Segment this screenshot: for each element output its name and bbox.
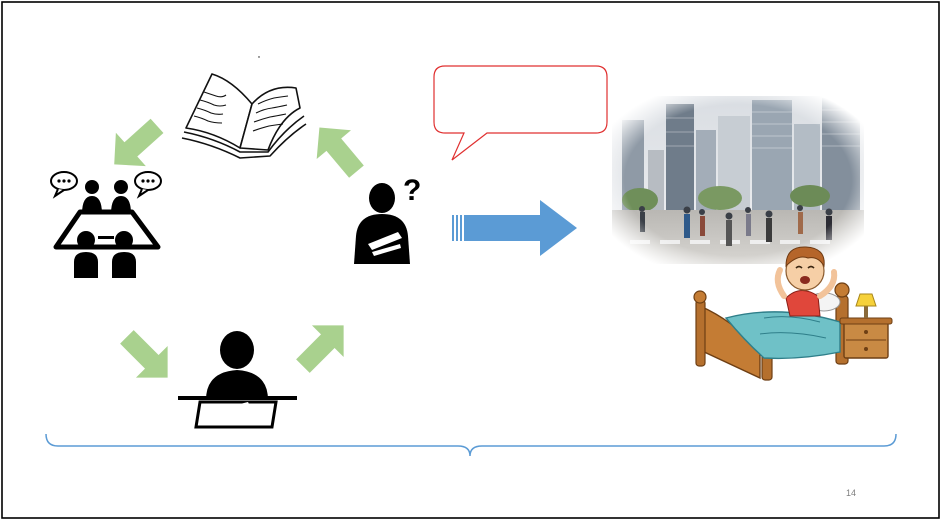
speech-bubble [433, 65, 608, 161]
open-book-icon [181, 56, 307, 159]
main-arrow [452, 200, 577, 256]
question-mark-icon: ? [403, 174, 421, 207]
person-writing-icon [178, 331, 297, 429]
city-crowd-photo [612, 96, 864, 264]
slide-number: 14 [846, 488, 857, 498]
speech-bubble-icon-left [50, 171, 78, 199]
person-thinking-question-icon: ? [354, 174, 421, 264]
curly-brace [45, 433, 897, 457]
cycle-arrow-meeting-to-writing [120, 330, 168, 378]
cycle-arrow-thinker-to-book [316, 127, 364, 178]
cycle-arrow-book-to-meeting [114, 118, 164, 167]
cycle-arrow-writing-to-thinker [296, 325, 344, 373]
child-waking-in-bed-illustration [693, 246, 893, 381]
meeting-discussion-icon [50, 171, 162, 278]
speech-bubble-icon-right [134, 171, 162, 199]
